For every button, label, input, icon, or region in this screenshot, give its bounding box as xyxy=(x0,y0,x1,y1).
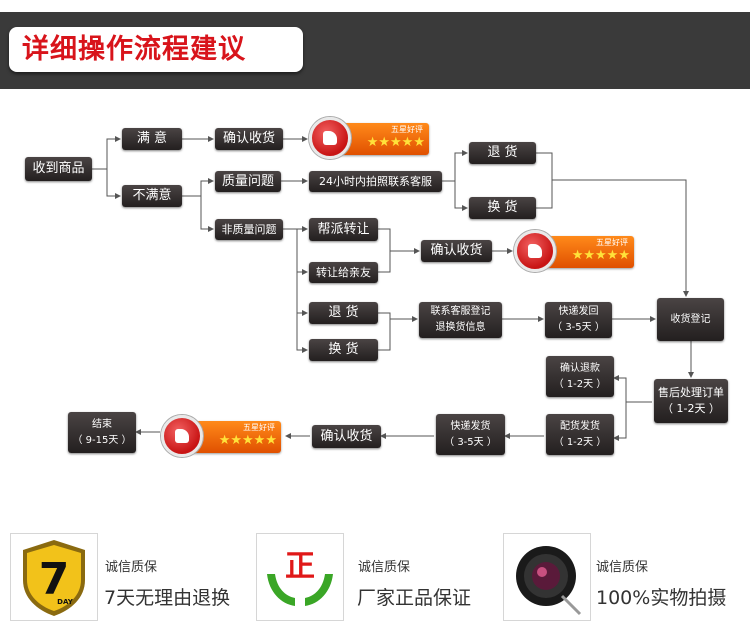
express-return-label-1: 快递发回 xyxy=(558,306,599,317)
seven-day-icon-subtext: DAY xyxy=(57,598,74,606)
confirm-receipt-3: 确认收货 xyxy=(312,425,381,448)
confirm-refund-box: 确认退款 （ 1-2天 ） xyxy=(546,356,614,397)
exchange-box-1: 换 货 xyxy=(469,197,536,219)
return-1-label: 退 货 xyxy=(487,145,518,160)
contact-service-24h-label: 24小时内拍照联系客服 xyxy=(319,174,432,188)
thumbs-up-icon xyxy=(161,415,203,457)
satisfied-label: 满 意 xyxy=(136,131,168,146)
quality-issue-label: 质量问题 xyxy=(221,173,274,189)
help-transfer-box: 帮派转让 xyxy=(309,218,378,241)
unsatisfied-label: 不满意 xyxy=(132,188,172,203)
thumbs-up-icon xyxy=(514,230,556,272)
confirm-refund-label-2: （ 1-2天 ） xyxy=(553,378,607,390)
non-quality-issue-label: 非质量问题 xyxy=(221,222,277,236)
contact-register-label-1: 联系客服登记 xyxy=(430,306,491,317)
contact-register-label-2: 退换货信息 xyxy=(435,322,486,333)
exchange-2-label: 换 货 xyxy=(328,342,359,357)
return-box-2: 退 货 xyxy=(309,302,378,324)
page-title: 详细操作流程建议 xyxy=(22,34,246,65)
ship-goods-box: 配货发货 （ 1-2天 ） xyxy=(546,414,614,455)
after-sales-label-1: 售后处理订单 xyxy=(658,386,724,399)
return-box-1: 退 货 xyxy=(469,142,536,164)
seven-day-icon-text: 7 xyxy=(39,554,70,605)
five-star-badge-3: 五星好评 ★★★★★ xyxy=(161,413,283,461)
help-transfer-label: 帮派转让 xyxy=(317,221,370,237)
quality-issue-box: 质量问题 xyxy=(215,171,281,192)
ship-goods-label-2: （ 1-2天 ） xyxy=(553,436,607,448)
genuine-icon-frame: 正 xyxy=(256,533,344,621)
camera-lens-icon xyxy=(516,546,582,616)
feature-title-1: 诚信质保 xyxy=(105,560,158,575)
ship-goods-label-1: 配货发货 xyxy=(560,420,600,432)
confirm-receipt-2-label: 确认收货 xyxy=(430,243,483,258)
end-label-2: （ 9-15天 ） xyxy=(72,434,132,446)
express-return-box: 快递发回 （ 3-5天 ） xyxy=(545,302,612,338)
feature-desc-2: 厂家正品保证 xyxy=(357,587,472,609)
transfer-friend-label: 转让给亲友 xyxy=(316,265,371,279)
thumbs-up-icon xyxy=(309,117,351,159)
feature-desc-3: 100%实物拍摄 xyxy=(596,587,727,609)
express-return-label-2: （ 3-5天 ） xyxy=(552,322,605,333)
express-ship-label-2: （ 3-5天 ） xyxy=(444,436,497,448)
contact-register-box: 联系客服登记 退换货信息 xyxy=(419,302,502,338)
seven-day-icon-frame: 7 DAY xyxy=(10,533,98,621)
start-received-goods: 收到商品 xyxy=(25,157,92,181)
start-label: 收到商品 xyxy=(32,161,85,176)
confirm-receipt-3-label: 确认收货 xyxy=(320,428,373,444)
genuine-hands-icon: 正 xyxy=(267,549,333,606)
return-2-label: 退 货 xyxy=(328,305,359,320)
contact-service-24h: 24小时内拍照联系客服 xyxy=(309,171,442,192)
unsatisfied-box: 不满意 xyxy=(122,185,182,207)
satisfied-box: 满 意 xyxy=(122,128,182,150)
badge-label: 五星好评 xyxy=(243,423,275,432)
badge-label: 五星好评 xyxy=(596,238,628,247)
exchange-1-label: 换 货 xyxy=(487,200,518,215)
after-sales-label-2: （ 1-2天 ） xyxy=(662,402,720,415)
express-ship-box: 快递发货 （ 3-5天 ） xyxy=(436,414,505,455)
five-star-badge-1: 五星好评 ★★★★★ xyxy=(309,115,431,163)
after-sales-box: 售后处理订单 （ 1-2天 ） xyxy=(654,379,728,423)
genuine-icon-text: 正 xyxy=(285,549,315,584)
end-box: 结束 （ 9-15天 ） xyxy=(68,412,136,453)
five-star-badge-2: 五星好评 ★★★★★ xyxy=(514,228,636,276)
feature-title-3: 诚信质保 xyxy=(596,560,649,575)
receipt-register-box: 收货登记 xyxy=(657,298,724,341)
transfer-friend-box: 转让给亲友 xyxy=(309,262,378,283)
feature-title-2: 诚信质保 xyxy=(358,560,411,575)
camera-icon-frame xyxy=(503,533,591,621)
non-quality-issue-box: 非质量问题 xyxy=(215,219,283,240)
exchange-box-2: 换 货 xyxy=(309,339,378,361)
confirm-receipt-1: 确认收货 xyxy=(215,128,283,150)
stars-icon: ★★★★★ xyxy=(366,135,425,150)
stars-icon: ★★★★★ xyxy=(218,433,277,448)
header-tab xyxy=(9,27,303,72)
receipt-register-label: 收货登记 xyxy=(670,313,711,325)
stars-icon: ★★★★★ xyxy=(571,248,630,263)
seven-day-shield-icon: 7 DAY xyxy=(23,540,85,616)
badge-label: 五星好评 xyxy=(391,125,423,134)
end-label-1: 结束 xyxy=(92,418,112,430)
feature-desc-1: 7天无理由退换 xyxy=(104,587,231,609)
express-ship-label-1: 快递发货 xyxy=(450,420,491,432)
confirm-refund-label-1: 确认退款 xyxy=(560,362,600,374)
confirm-receipt-2: 确认收货 xyxy=(421,240,492,262)
confirm-receipt-1-label: 确认收货 xyxy=(222,131,275,146)
